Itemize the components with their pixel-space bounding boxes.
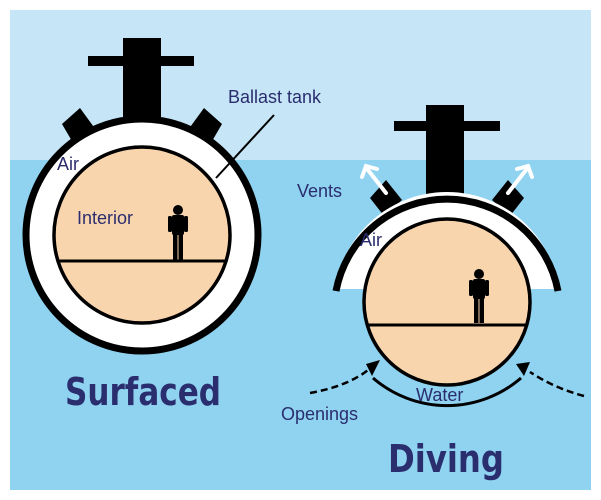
interior-label: Interior — [77, 208, 133, 228]
surfaced-submarine — [22, 38, 275, 355]
surfaced-vent-left — [62, 108, 96, 148]
diving-person-icon — [469, 269, 489, 323]
diving-air-label: Air — [360, 230, 382, 250]
openings-label: Openings — [281, 404, 358, 424]
vents-label: Vents — [297, 181, 342, 201]
diving-hull-bottom — [372, 376, 522, 408]
vent-arrows — [360, 163, 534, 195]
diving-dive-plane — [394, 121, 500, 131]
ballast-tank-label: Ballast tank — [228, 87, 322, 107]
surfaced-dive-plane — [88, 56, 194, 66]
opening-arrow-right — [516, 362, 585, 398]
surfaced-interior — [52, 145, 232, 325]
opening-arrow-left — [309, 360, 380, 395]
ballast-tank-leader-line — [215, 114, 275, 179]
surfaced-title: Surfaced — [65, 370, 221, 414]
surfaced-vent-right — [188, 108, 222, 148]
surfaced-person-icon — [168, 205, 188, 260]
water-label: Water — [416, 385, 463, 405]
diving-hull-top — [332, 195, 562, 292]
diving-title: Diving — [388, 437, 504, 481]
diving-interior — [362, 217, 532, 387]
surfaced-air-label: Air — [57, 154, 79, 174]
